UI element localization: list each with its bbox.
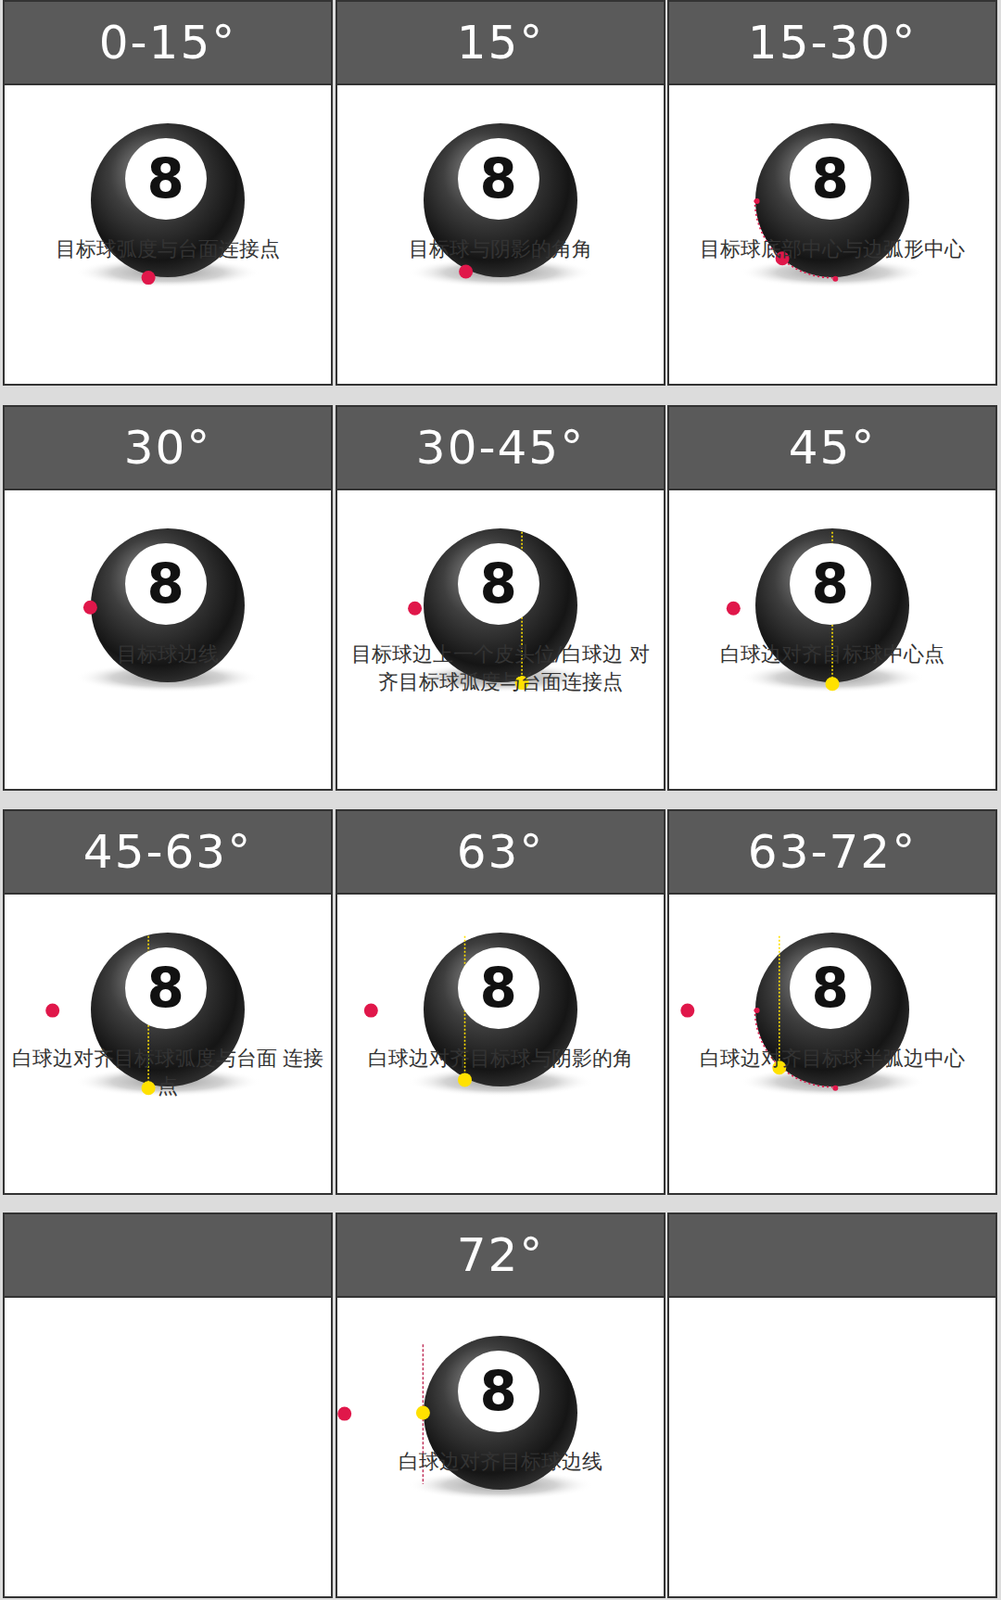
cue-ball-edge-point — [416, 1406, 431, 1420]
angle-header: 15-30° — [669, 1, 996, 86]
angle-panel: 15-30° 8 目标球底部中心与边弧形中心 — [667, 0, 998, 386]
angle-panel: 15° 8 目标球与阴影的角角 — [335, 0, 666, 386]
ball-number: 8 — [789, 947, 872, 1029]
aim-point — [407, 601, 422, 616]
angle-header: 63° — [337, 810, 664, 895]
arc-end-point — [754, 198, 761, 204]
ball-number: 8 — [457, 947, 540, 1029]
ball-number: 8 — [789, 138, 872, 220]
number-disc-holder: 8 — [789, 543, 872, 625]
number-disc-holder: 8 — [457, 1350, 540, 1432]
aim-caption: 白球边对齐目标球半弧边中心 — [674, 1044, 990, 1073]
aim-point — [83, 600, 98, 615]
number-disc-holder: 8 — [457, 947, 540, 1029]
aim-caption: 白球边对齐目标球中心点 — [674, 640, 990, 669]
empty-header-bar — [669, 1214, 996, 1298]
angle-header: 15° — [337, 1, 664, 86]
angle-panel: 45-63° 8 白球边对齐目标球弧度与台面 连接点 — [2, 809, 333, 1195]
ball-number: 8 — [125, 543, 207, 625]
aim-point — [141, 270, 156, 285]
angle-panel: 72° 8 白球边对齐目标球边线 — [335, 1212, 666, 1598]
angle-panel: 30-45° 8 目标球边上一个皮头位/白球边 对齐目标球弧度与台面连接点 — [335, 405, 666, 791]
angle-header: 30-45° — [337, 406, 664, 491]
cue-ball-edge-point — [457, 1072, 472, 1087]
aim-caption: 目标球底部中心与边弧形中心 — [674, 235, 990, 264]
ball-number: 8 — [457, 543, 540, 625]
aim-point — [680, 1003, 695, 1018]
angle-header: 0-15° — [4, 1, 331, 86]
ball-number: 8 — [457, 1350, 540, 1432]
angle-panel: 0-15° 8 目标球弧度与台面连接点 — [2, 0, 333, 386]
angle-panel: 30° 8 目标球边线 — [2, 405, 333, 791]
arc-end-point — [832, 1085, 838, 1091]
aim-point — [458, 265, 473, 279]
aim-caption: 白球边对齐目标球弧度与台面 连接点 — [10, 1044, 326, 1101]
angle-header: 72° — [337, 1214, 664, 1298]
aim-caption: 白球边对齐目标球边线 — [342, 1447, 659, 1476]
arc-end-point — [754, 1007, 761, 1014]
number-disc-holder: 8 — [125, 138, 207, 220]
angle-header: 30° — [4, 406, 331, 491]
aim-point — [364, 1003, 379, 1018]
aim-caption: 白球边对齐目标球与阴影的角 — [342, 1044, 659, 1073]
number-disc-holder: 8 — [125, 543, 207, 625]
aim-caption: 目标球边线 — [10, 640, 326, 669]
ball-number: 8 — [125, 947, 207, 1029]
aim-caption: 目标球弧度与台面连接点 — [10, 235, 326, 264]
cue-ball-edge-point — [141, 1080, 156, 1095]
ball-number: 8 — [789, 543, 872, 625]
aim-point — [337, 1406, 352, 1421]
empty-cell — [2, 1212, 333, 1598]
number-disc-holder: 8 — [789, 138, 872, 220]
ball-number: 8 — [125, 138, 207, 220]
angle-panel: 63° 8 白球边对齐目标球与阴影的角 — [335, 809, 666, 1195]
cue-ball-edge-point — [825, 676, 840, 691]
angle-panel: 63-72° 8 白球边对齐目标球半弧边中心 — [667, 809, 998, 1195]
arc-end-point — [832, 276, 838, 282]
empty-header-bar — [4, 1214, 331, 1298]
angle-header: 63-72° — [669, 810, 996, 895]
aim-caption: 目标球与阴影的角角 — [342, 235, 659, 264]
ball-number: 8 — [457, 138, 540, 220]
angle-header: 45° — [669, 406, 996, 491]
angle-panel: 45° 8 白球边对齐目标球中心点 — [667, 405, 998, 791]
number-disc-holder: 8 — [457, 543, 540, 625]
empty-cell — [667, 1212, 998, 1598]
angle-header: 45-63° — [4, 810, 331, 895]
aim-caption: 目标球边上一个皮头位/白球边 对齐目标球弧度与台面连接点 — [342, 640, 659, 697]
number-disc-holder: 8 — [457, 138, 540, 220]
aim-point — [45, 1003, 60, 1018]
number-disc-holder: 8 — [789, 947, 872, 1029]
aim-point — [726, 601, 741, 616]
number-disc-holder: 8 — [125, 947, 207, 1029]
